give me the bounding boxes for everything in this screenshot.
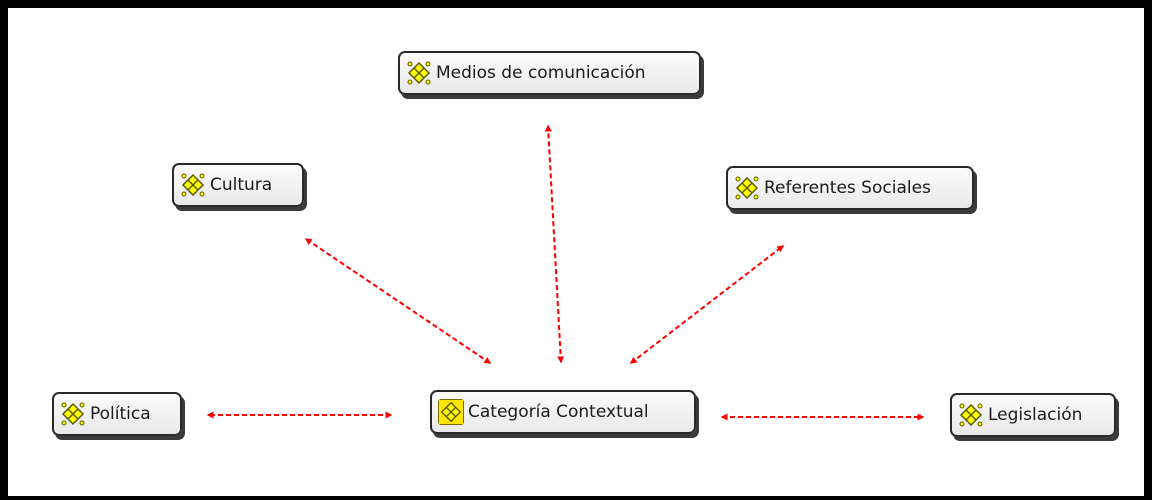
node-referentes-sociales[interactable]: Referentes Sociales [726,166,974,210]
code-diamond-icon [406,60,432,86]
node-label: Categoría Contextual [468,401,649,422]
code-diamond-root-icon [438,399,464,425]
code-diamond-icon [60,401,86,427]
node-label: Referentes Sociales [764,177,931,198]
edge-categoria-referentes [629,245,785,364]
node-label: Cultura [210,174,273,195]
node-categoria-contextual[interactable]: Categoría Contextual [430,390,696,434]
node-label: Política [90,403,151,424]
node-medios-de-comunicacion[interactable]: Medios de comunicación [398,51,701,95]
node-cultura[interactable]: Cultura [172,163,304,207]
node-politica[interactable]: Política [52,392,182,436]
node-legislacion[interactable]: Legislación [950,393,1116,437]
code-diamond-icon [180,172,206,198]
code-diamond-icon [734,175,760,201]
node-label: Medios de comunicación [436,62,646,83]
node-label: Legislación [988,404,1083,425]
code-diamond-icon [958,402,984,428]
edge-categoria-cultura [304,238,492,364]
edges-layer [206,124,925,421]
edge-categoria-medios [544,124,565,364]
